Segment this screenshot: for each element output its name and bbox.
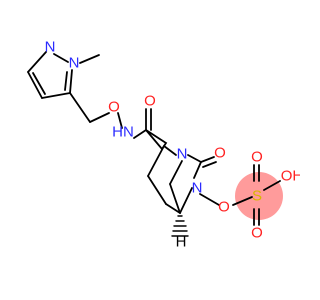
bicyclic-core bbox=[145, 129, 220, 214]
bond-bridge-c5 bbox=[169, 183, 181, 214]
bond-n2-c3 bbox=[27, 51, 47, 73]
bond-c7-o-double bbox=[202, 161, 217, 168]
bond-c2-c3 bbox=[147, 145, 165, 177]
bond-n6-c7 bbox=[193, 161, 202, 179]
atom-lactam-o: O bbox=[214, 145, 226, 162]
atom-sulfur: S bbox=[252, 188, 262, 205]
bond-s-oh bbox=[263, 180, 281, 191]
bond-n6-o bbox=[199, 193, 220, 206]
amide-carbonyl bbox=[145, 108, 152, 131]
bond-nh-carbonyl bbox=[133, 129, 147, 139]
bond-c3-c4 bbox=[27, 71, 43, 99]
bond-c5-ch2 bbox=[69, 92, 91, 123]
atom-lactam-n: N bbox=[192, 180, 203, 197]
bond-n1-n2 bbox=[53, 53, 69, 63]
bond-n1-methyl bbox=[79, 54, 100, 64]
sulfonyl-highlight bbox=[235, 172, 283, 220]
bond-ch2-o bbox=[89, 112, 110, 123]
bond-c3-c4 bbox=[147, 175, 167, 205]
bond-c7-o bbox=[200, 156, 215, 163]
atom-labels: N N O HN O N N O O S OH O O H bbox=[45, 39, 300, 251]
molecule-structure: N N O HN O N N O O S OH O O H bbox=[27, 39, 300, 251]
bond-c5-n1 bbox=[69, 69, 73, 94]
bond-n1-bridge bbox=[169, 160, 183, 185]
bond-c2-n1 bbox=[163, 145, 177, 156]
bond-c4-c5 bbox=[165, 203, 181, 214]
bond-c5-n1-double bbox=[64, 71, 68, 91]
bond-n1-c7 bbox=[187, 154, 202, 163]
atom-sulfate-o-bottom: O bbox=[251, 225, 263, 242]
atom-sulfate-oh: OH bbox=[281, 168, 300, 185]
atom-oxime-o: O bbox=[108, 99, 120, 116]
bond-o-s bbox=[232, 196, 253, 206]
bond-c4-c5 bbox=[41, 92, 71, 99]
bond-c3-c4-double bbox=[32, 72, 46, 95]
atom-bridgehead-h: H bbox=[176, 234, 187, 251]
atom-pyrazole-n1: N bbox=[69, 55, 80, 72]
atom-amide-nh: HN bbox=[112, 124, 134, 141]
pyrazole-ring bbox=[27, 51, 100, 99]
atom-sulfate-o-top: O bbox=[251, 149, 263, 166]
bridgehead-h-group bbox=[171, 215, 189, 237]
atom-bicyclic-n: N bbox=[177, 146, 188, 163]
atom-amide-o: O bbox=[144, 93, 156, 110]
oxime-linker bbox=[69, 92, 147, 139]
sulfate-group bbox=[232, 164, 283, 226]
atom-pyrazole-n2: N bbox=[45, 39, 56, 56]
bond-c5-n6 bbox=[179, 187, 193, 214]
bond-o-nh bbox=[117, 112, 123, 129]
atom-sulfate-o: O bbox=[218, 199, 230, 216]
